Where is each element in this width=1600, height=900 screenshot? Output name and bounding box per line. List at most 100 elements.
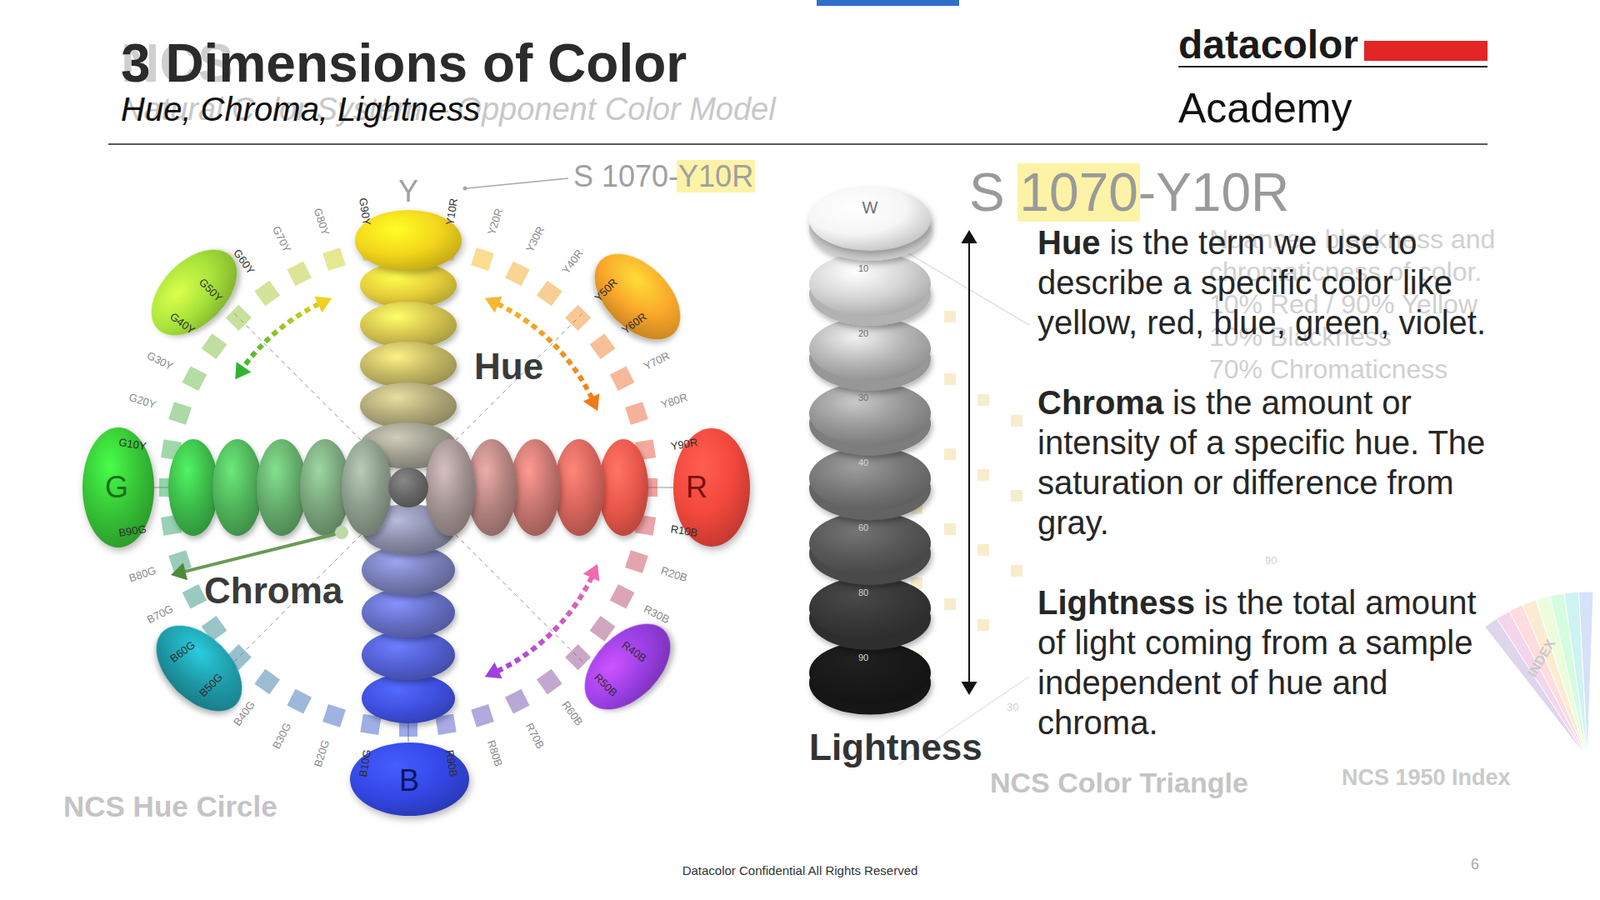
triangle-square (1010, 490, 1023, 502)
disc-number: 10 (858, 264, 869, 274)
hue-step-label: R90B (444, 749, 460, 778)
arrowhead (485, 662, 503, 680)
disc-number: 60 (858, 523, 869, 533)
arrowhead (485, 296, 503, 314)
figure-caption: NCS Hue Circle (63, 791, 278, 821)
definition: Lightnessis the total amount of light co… (1037, 582, 1496, 743)
hue-step-square (625, 550, 649, 574)
chroma-dot (335, 525, 349, 540)
axis-label: Chroma (204, 572, 343, 610)
label-text: datacolor (1178, 22, 1359, 67)
label-text: 20 (858, 328, 869, 339)
hue-step-label: R70B (524, 721, 546, 751)
hue-step-label: B30G (270, 721, 294, 752)
chroma-step-disc (360, 382, 457, 430)
lightness-disc (809, 317, 931, 381)
hue-step-label: Y40R (560, 247, 585, 276)
label-text: 6 (1470, 855, 1480, 873)
arrowhead (235, 361, 251, 380)
label-text: Datacolor Confidential All Rights Reserv… (682, 863, 919, 878)
node-ellipse (82, 427, 155, 548)
node-outline (809, 187, 931, 251)
hue-step-square (625, 401, 649, 425)
arrowhead (314, 296, 332, 314)
chroma-step-disc (361, 673, 455, 724)
triangle-square (944, 310, 956, 323)
hue-step-square (565, 644, 591, 670)
label-text: G90Y (356, 197, 374, 227)
figure-caption: NCS 1950 Index (1341, 766, 1511, 790)
chroma-arrow (184, 532, 342, 572)
hue-step-square (590, 333, 616, 360)
hue-step-label: B20G (312, 738, 332, 769)
hue-step-square (322, 247, 346, 271)
label-text: S 1070-Y10R (969, 162, 1290, 223)
page-number: 6 (1470, 856, 1480, 872)
label-text: R30B (642, 602, 673, 626)
hue-step-square (536, 280, 563, 307)
arrowhead (583, 393, 600, 411)
top-tab (816, 0, 960, 6)
node-ellipse (809, 187, 931, 251)
fan-wedge (1579, 591, 1594, 759)
label-text: Y80R (659, 390, 690, 411)
label-text: R60B (559, 698, 585, 728)
label-text: B70G (144, 602, 175, 626)
label-text: NCS Hue Circle (63, 790, 278, 823)
label-text: Y30R (523, 224, 547, 255)
white-disc: W (809, 187, 931, 251)
hue-step-label: G20Y (128, 391, 159, 411)
lightness-disc (809, 576, 931, 640)
center-disc (388, 467, 429, 508)
chroma-step-disc (510, 439, 560, 536)
hue-step-square (322, 704, 346, 728)
label-text: 90 (1265, 554, 1277, 567)
label-text: Y70R (642, 349, 673, 373)
term: Chroma (1037, 384, 1164, 421)
term: Hue (1037, 224, 1101, 261)
label-text: R90B (443, 749, 460, 778)
disc-number: 30 (858, 393, 869, 403)
hue-step-label: B90G (118, 523, 148, 539)
label-text: Chroma (204, 570, 343, 611)
hue-arrow (243, 304, 320, 368)
hue-step-square (610, 584, 635, 610)
label-text: NCS Color Triangle (990, 766, 1249, 799)
hue-step-square (505, 261, 530, 287)
disc-number: 20 (858, 329, 869, 339)
hue-step-label: Y30R (524, 224, 546, 254)
triangle-square (944, 523, 956, 535)
label-text: Lightness (809, 726, 983, 768)
hue-step-label: G90Y (357, 197, 373, 227)
label-text: Y10R (443, 197, 460, 226)
disc-number: 90 (858, 653, 869, 663)
hue-step-label: R20B (659, 564, 689, 583)
notation: S 1070-Y10R (969, 165, 1290, 220)
label-text: R20B (659, 563, 690, 584)
footer-note: Datacolor Confidential All Rights Reserv… (682, 864, 919, 877)
header-rule (108, 143, 1488, 145)
chroma-step-disc (360, 341, 457, 389)
slide-title: 3 Dimensions of Color (120, 36, 687, 90)
chroma-step-disc (360, 301, 457, 349)
triangle-square (977, 619, 990, 631)
notation: S 1070-Y10R (573, 161, 754, 192)
scale-number: 90 (1265, 555, 1277, 566)
hue-step-label: R80B (485, 738, 504, 768)
triangle-square (977, 544, 990, 556)
chroma-step-disc (212, 439, 263, 536)
label-text: Academy (1178, 85, 1352, 132)
triangle-square (1010, 415, 1023, 427)
chroma-step-disc (554, 439, 605, 536)
subtitle: Hue, Chroma, Lightness (120, 92, 480, 126)
lightness-disc (809, 252, 931, 316)
hue-step-square (201, 333, 228, 360)
label-text: 70% Chromaticness (1209, 354, 1448, 385)
disc-number: 80 (858, 588, 869, 598)
label-text: G70Y (270, 223, 294, 254)
hue-step-label: Y70R (642, 350, 672, 372)
lightness-disc (809, 381, 931, 445)
label-text: Y20R (484, 207, 505, 238)
label-text: Hue, Chroma, Lightness (120, 90, 480, 128)
chroma-step-disc (425, 439, 475, 536)
